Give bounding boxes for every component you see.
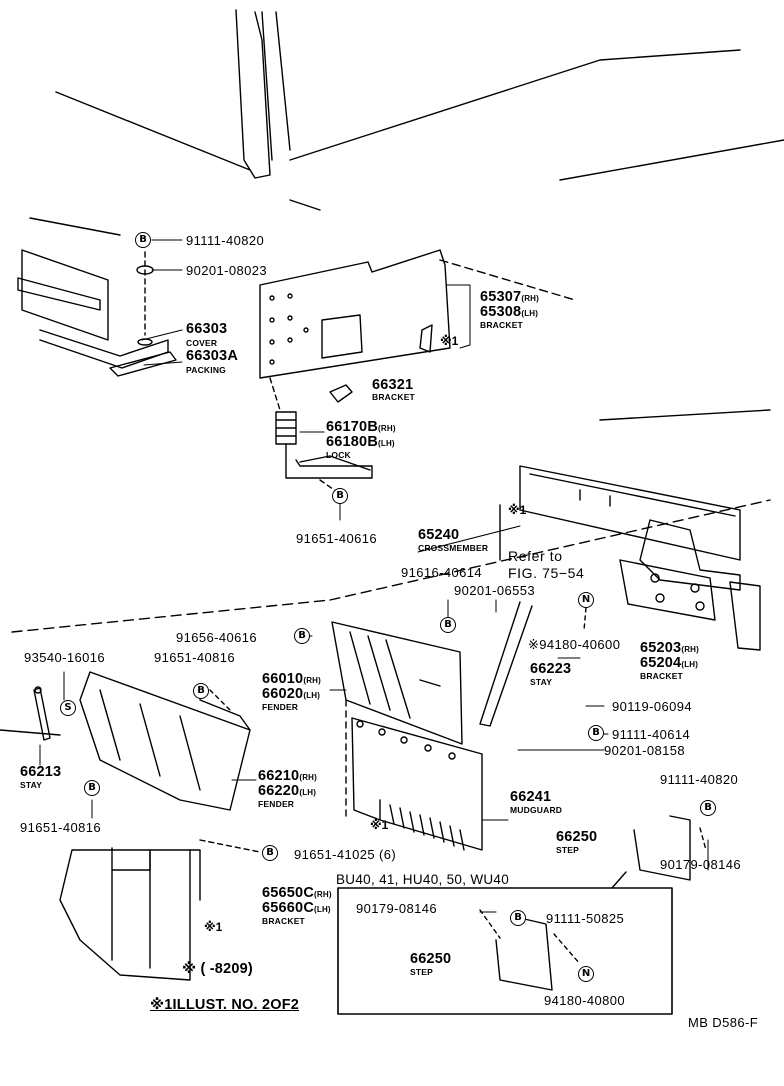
part-90201-06553: 90201-06553: [454, 583, 536, 598]
star-mark-2: ※1: [508, 503, 527, 517]
nut-badge-1: N: [578, 592, 594, 608]
part-65203: 65203(RH): [640, 640, 700, 656]
part-66250-b: 66250: [410, 951, 452, 967]
catalog-code: MB D586-F: [688, 1015, 759, 1030]
bolt-badge-10: B: [510, 910, 526, 926]
part-90179-08146-b: 90179-08146: [356, 901, 438, 916]
part-90201-08158: 90201-08158: [604, 743, 686, 758]
part-91111-40614: 91111-40614: [612, 727, 691, 742]
screw-badge: S: [60, 700, 76, 716]
part-66321-name: BRACKET: [372, 392, 415, 402]
footnote-illust: ※1ILLUST. NO. 2OF2: [150, 997, 300, 1013]
part-65204: 65204(LH): [640, 655, 699, 671]
stay-66213: [33, 686, 51, 741]
part-93540-16016: 93540-16016: [24, 650, 106, 665]
part-66250-b-name: STEP: [410, 967, 434, 977]
nut-badge-2: N: [578, 966, 594, 982]
variant-box: [337, 887, 673, 1015]
star-mark-1: ※1: [440, 334, 459, 348]
bracket-65650C: [59, 839, 261, 981]
part-66180B: 66180B(LH): [326, 434, 395, 450]
mudguard: [351, 717, 483, 851]
part-66241-name: MUDGUARD: [510, 805, 563, 815]
bolt-badge-1: B: [135, 232, 151, 248]
part-66010: 66010(RH): [262, 671, 322, 687]
refer-to-line1: Refer to: [508, 548, 563, 564]
small-bracket-66321: [329, 384, 353, 403]
part-91111-40820-a: 91111-40820: [186, 233, 265, 248]
step-lower: [479, 909, 581, 991]
part-91651-41025: 91651-41025 (6): [294, 847, 397, 862]
part-66303A-name: PACKING: [186, 365, 226, 375]
star-mark-4: ※1: [204, 920, 223, 934]
part-66170B-name: LOCK: [326, 450, 351, 460]
part-65650C-name: BRACKET: [262, 916, 305, 926]
part-90119-06094: 90119-06094: [612, 699, 693, 714]
upper-fender: [331, 621, 463, 821]
cover-and-packing: [17, 249, 177, 377]
part-66020: 66020(LH): [262, 686, 321, 702]
leader-lines: [39, 239, 709, 913]
part-66303-name: COVER: [186, 338, 218, 348]
stay-66223: [479, 601, 587, 727]
part-91111-50825: 91111-50825: [546, 911, 625, 926]
bolt-badge-8: B: [84, 780, 100, 796]
part-66303: 66303: [186, 321, 228, 337]
part-66303A: 66303A: [186, 348, 238, 364]
part-65660C: 65660C(LH): [262, 900, 331, 916]
part-90201-08023: 90201-08023: [186, 263, 268, 278]
bolt-badge-9: B: [262, 845, 278, 861]
lock-assembly: [275, 411, 373, 495]
bolt-badge-4: B: [294, 628, 310, 644]
star-mark-3: ※1: [370, 818, 389, 832]
bolt-badge-3: B: [440, 617, 456, 633]
part-91651-40816-a: 91651-40816: [154, 650, 236, 665]
part-94180-40800: 94180-40800: [544, 993, 626, 1008]
part-65308: 65308(LH): [480, 304, 539, 320]
part-65307-name: BRACKET: [480, 320, 523, 330]
bolt-badge-7: B: [700, 800, 716, 816]
part-66321: 66321: [372, 377, 414, 393]
footnote-range: ※ ( -8209): [182, 961, 253, 977]
part-65240-name: CROSSMEMBER: [418, 543, 489, 553]
part-66220: 66220(LH): [258, 783, 317, 799]
part-66010-name: FENDER: [262, 702, 299, 712]
part-91616-40614: 91616-40614: [401, 565, 483, 580]
variant-box-title: BU40, 41, HU40, 50, WU40: [336, 872, 510, 887]
part-94180-40600: ※94180-40600: [528, 637, 621, 652]
part-91111-40820-b: 91111-40820: [660, 772, 739, 787]
part-91656-40616: 91656-40616: [176, 630, 258, 645]
door-bracket-panel: [259, 249, 451, 411]
bolt-badge-2: B: [332, 488, 348, 504]
part-66250-a-name: STEP: [556, 845, 580, 855]
part-91651-40616: 91651-40616: [296, 531, 378, 546]
bolt-badge-6: B: [588, 725, 604, 741]
crossmember: [499, 465, 761, 651]
part-66213: 66213: [20, 764, 62, 780]
part-66241: 66241: [510, 789, 552, 805]
part-66210: 66210(RH): [258, 768, 318, 784]
refer-to-line2: FIG. 75−54: [508, 565, 585, 581]
step-upper: [611, 815, 707, 889]
part-90179-08146-a: 90179-08146: [660, 857, 742, 872]
part-65650C: 65650C(RH): [262, 885, 332, 901]
part-66223-name: STAY: [530, 677, 553, 687]
part-91651-40816-b: 91651-40816: [20, 820, 102, 835]
part-66250-a: 66250: [556, 829, 598, 845]
lower-fender: [79, 671, 251, 811]
part-65240: 65240: [418, 527, 460, 543]
part-66210-name: FENDER: [258, 799, 295, 809]
part-66213-name: STAY: [20, 780, 43, 790]
bolt-badge-5: B: [193, 683, 209, 699]
part-66223: 66223: [530, 661, 572, 677]
part-65307: 65307(RH): [480, 289, 540, 305]
part-65203-name: BRACKET: [640, 671, 683, 681]
cab-body-outline: [0, 9, 784, 736]
part-66170B: 66170B(RH): [326, 419, 396, 435]
